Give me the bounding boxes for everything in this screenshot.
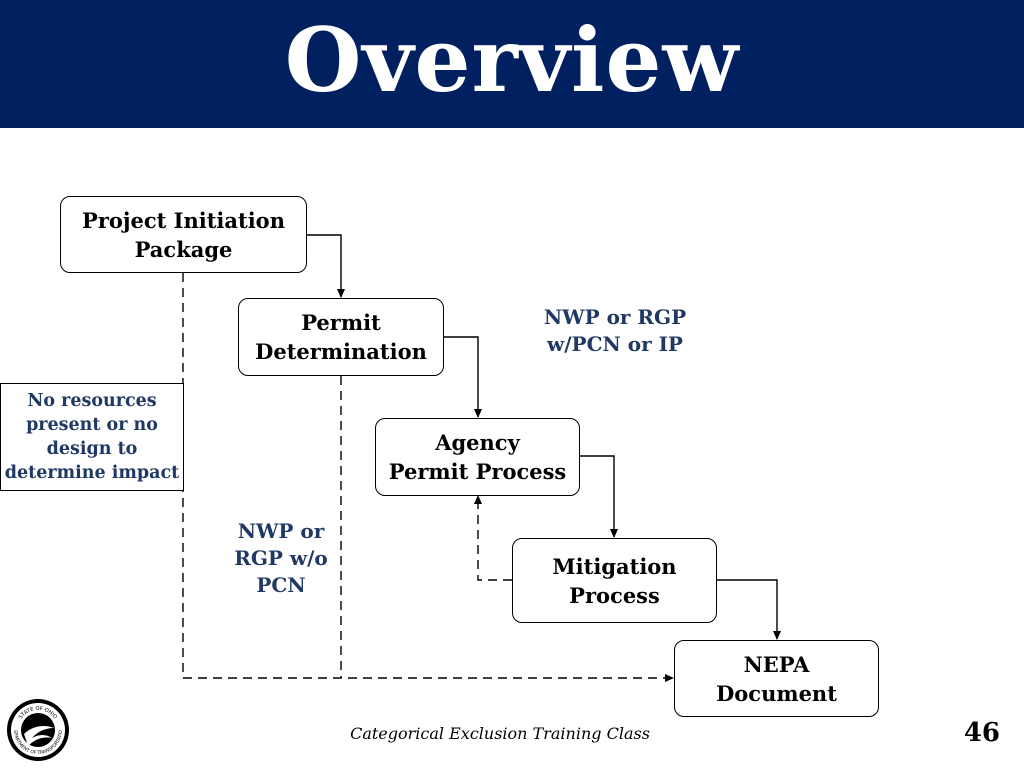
nepa-line1: NEPA [743,651,810,677]
nwp-rgp-wo-l1: NWP or [237,519,325,543]
nwp-rgp-pcn-l1: NWP or RGP [543,305,687,329]
slide-title: Overview [284,8,740,112]
odot-seal-logo: STATE OF OHIO DEPARTMENT OF TRANSPORTATI… [6,698,69,761]
pip-line1: Project Initiation [82,207,285,233]
mitigation-line2: Process [569,582,660,608]
no-resources-l1: No resources [27,391,157,411]
no-resources-l3: design to [46,439,138,459]
mitigation-line1: Mitigation [552,553,677,579]
arrow-permit-to-agency [444,336,482,418]
nwp-rgp-wo-pcn-label: NWP or RGP w/o PCN [220,518,342,599]
arrow-agency-to-mitigation [580,455,618,538]
nwp-rgp-wo-l2: RGP w/o [234,546,328,570]
nwp-rgp-pcn-l2: w/PCN or IP [547,332,683,356]
title-banner: Overview [0,0,1024,128]
arrow-pip-to-permit [307,234,345,298]
nepa-line2: Document [716,680,837,706]
permit-det-line1: Permit [301,310,381,335]
nwp-rgp-wo-l3: PCN [256,573,306,597]
project-initiation-package-box: Project Initiation Package [60,196,307,273]
no-resources-l4: determine impact [4,463,180,483]
footer-course-title: Categorical Exclusion Training Class [350,724,650,743]
no-resources-note: No resources present or no design to det… [0,383,184,491]
arrow-mitigation-to-nepa [717,579,781,640]
no-resources-l2: present or no [26,415,158,435]
nwp-rgp-pcn-label: NWP or RGP w/PCN or IP [520,304,710,358]
agency-permit-process-box: Agency Permit Process [375,418,580,496]
permit-determination-box: Permit Determination [238,298,444,376]
agency-line1: Agency [435,430,520,455]
mitigation-process-box: Mitigation Process [512,538,717,623]
agency-line2: Permit Process [388,459,567,484]
nepa-document-box: NEPA Document [674,640,879,717]
permit-det-line2: Determination [255,339,427,364]
pip-line2: Package [134,236,233,262]
page-number: 46 [963,718,1000,748]
dashed-mitigation-to-agency [474,495,512,581]
